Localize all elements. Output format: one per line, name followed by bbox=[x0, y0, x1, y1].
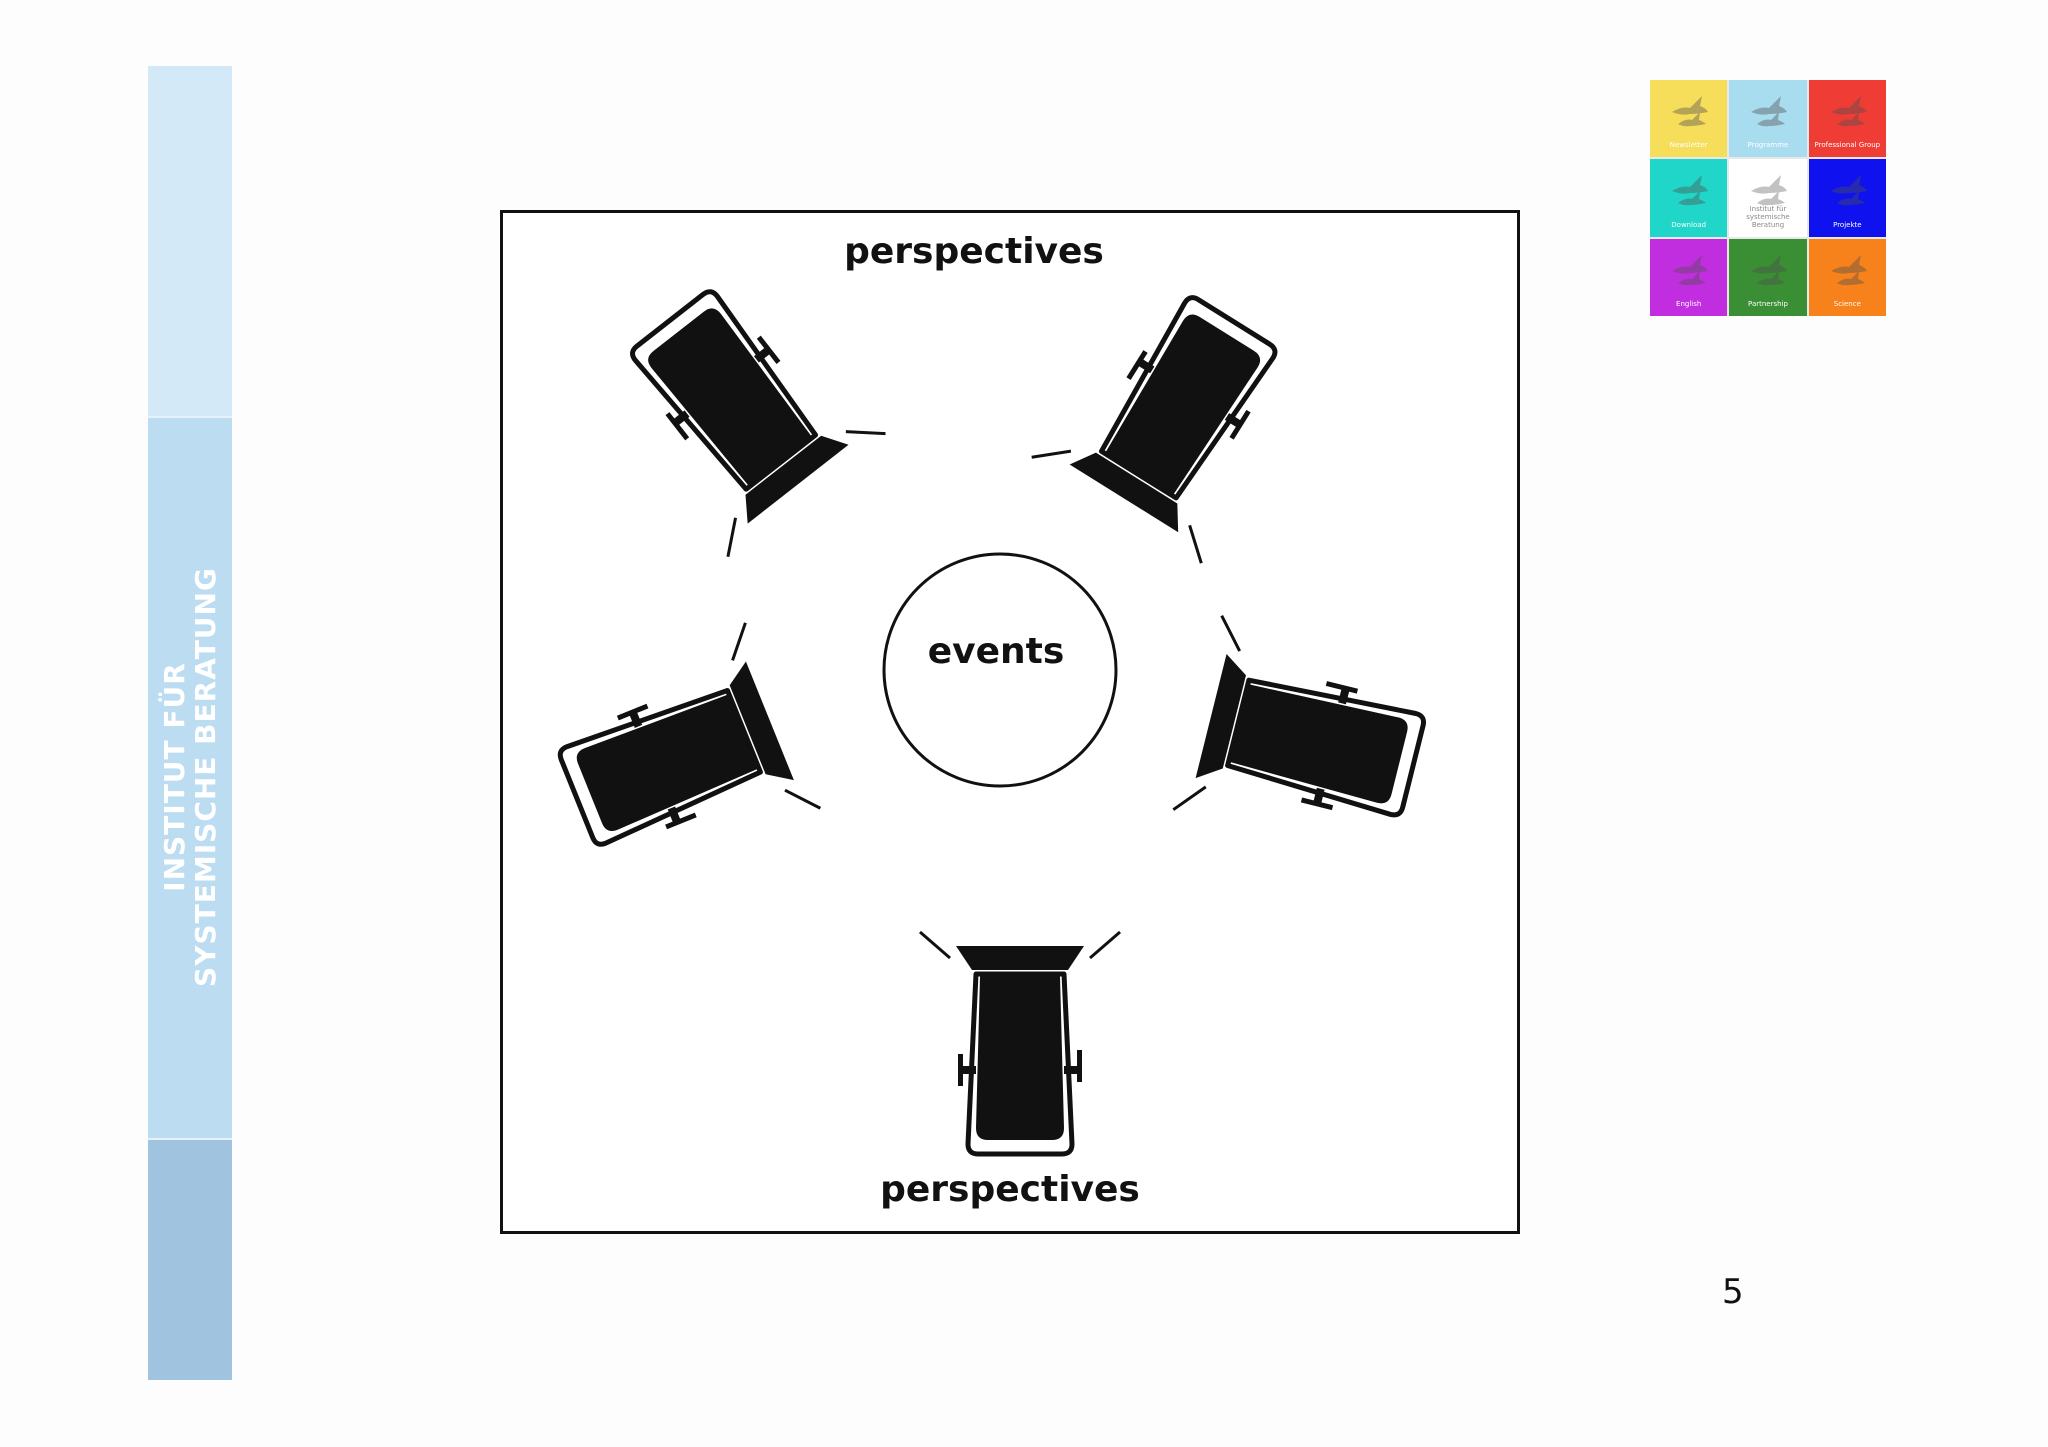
logo-tile: Projekte bbox=[1808, 159, 1886, 237]
bird-icon bbox=[1672, 96, 1708, 127]
sidebar-line-2: SYSTEMISCHE BERATUNG bbox=[189, 567, 223, 987]
spotlight-icon bbox=[920, 932, 1120, 1154]
logo-tile-label: Newsletter bbox=[1669, 141, 1708, 150]
logo-tile-label: English bbox=[1676, 300, 1702, 308]
logo-tile-label: Institut für systemische Beratung bbox=[1746, 204, 1790, 229]
logo-tile: Download bbox=[1650, 159, 1728, 237]
logo-tile-label: Projekte bbox=[1833, 220, 1862, 229]
spotlight-icon bbox=[1032, 269, 1319, 563]
spotlight-icon bbox=[591, 259, 885, 557]
label-perspectives-top: perspectives bbox=[844, 231, 1104, 272]
sidebar-line-1: INSTITUT FÜR bbox=[158, 662, 192, 892]
logo-tile: English bbox=[1650, 238, 1728, 316]
diagram-drawing bbox=[503, 213, 1517, 1231]
perspectives-diagram: perspectives events perspectives bbox=[500, 210, 1520, 1234]
spotlight-icon bbox=[540, 623, 821, 892]
bird-icon bbox=[1751, 254, 1788, 285]
logo-tile: Partnership bbox=[1729, 238, 1807, 316]
bird-icon bbox=[1830, 175, 1867, 206]
bird-icon bbox=[1672, 254, 1708, 285]
logo-tile: Science bbox=[1808, 238, 1886, 316]
bird-icon bbox=[1830, 96, 1867, 127]
logo-tile: Newsletter bbox=[1650, 80, 1728, 158]
logo-tile-label: Partnership bbox=[1748, 300, 1788, 308]
sidebar-band-top bbox=[148, 66, 232, 416]
bird-icon bbox=[1751, 175, 1788, 206]
logo-tile-label: Professional Group bbox=[1814, 141, 1881, 150]
label-perspectives-bottom: perspectives bbox=[880, 1169, 1140, 1210]
bird-icon bbox=[1830, 254, 1867, 285]
logo-tile-label: Download bbox=[1671, 220, 1707, 229]
logo-tile: Professional Group bbox=[1808, 80, 1886, 158]
logo-tile: Institut für systemische Beratung bbox=[1729, 159, 1807, 237]
bird-icon bbox=[1672, 175, 1708, 206]
sidebar-institute-name: INSTITUT FÜR SYSTEMISCHE BERATUNG bbox=[148, 416, 232, 1138]
label-events: events bbox=[927, 631, 1065, 672]
logo-tile: Programme bbox=[1729, 80, 1807, 158]
sidebar-band-bottom bbox=[148, 1138, 232, 1380]
bird-icon bbox=[1751, 96, 1788, 127]
spotlight-icon bbox=[1173, 616, 1437, 864]
events-circle bbox=[882, 552, 1118, 788]
logo-tile-label: Science bbox=[1833, 300, 1861, 308]
page-number: 5 bbox=[1722, 1272, 1744, 1312]
sidebar-band-middle bbox=[148, 416, 232, 1140]
logo-tile-label: Programme bbox=[1747, 141, 1789, 150]
